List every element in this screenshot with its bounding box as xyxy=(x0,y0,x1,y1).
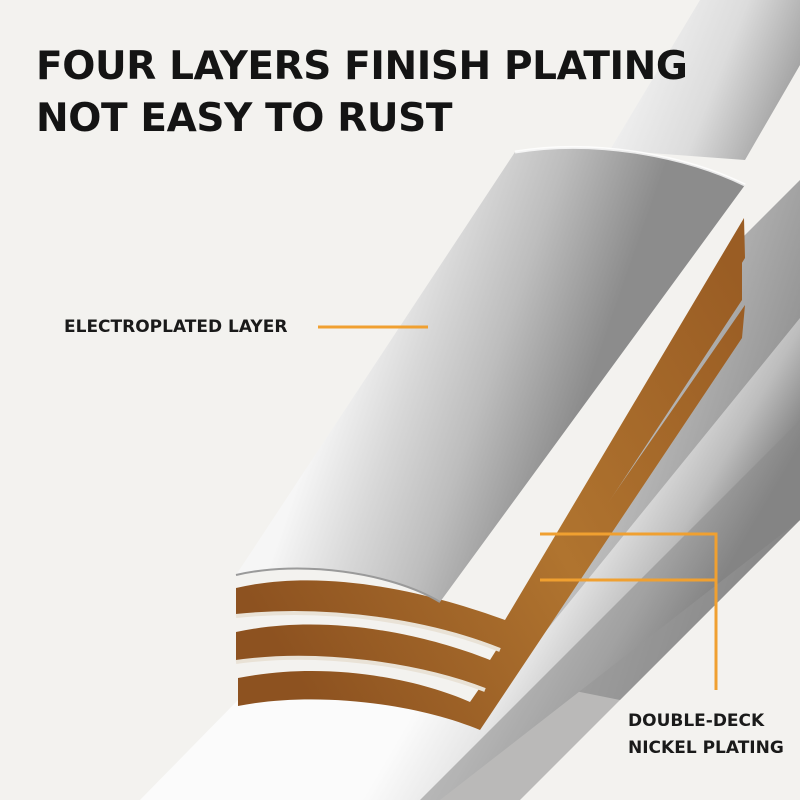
headline-line-2: NOT EASY TO RUST xyxy=(36,96,453,141)
electroplated-layer-label: ELECTROPLATED LAYER xyxy=(64,317,288,337)
nickel-plating-label: DOUBLE-DECK NICKEL PLATING xyxy=(628,708,784,762)
nickel-callout-line-1 xyxy=(540,532,718,690)
nickel-label-line-2: NICKEL PLATING xyxy=(628,738,784,758)
copper-layer-3 xyxy=(238,305,745,730)
copper-layer-1 xyxy=(236,218,745,650)
rod-top-segment xyxy=(610,0,800,160)
rod-bottom-shade xyxy=(420,420,800,800)
electroplated-sheet xyxy=(236,147,745,603)
nickel-label-line-1: DOUBLE-DECK xyxy=(628,711,765,731)
headline-line-1: FOUR LAYERS FINISH PLATING xyxy=(36,44,688,89)
copper-layer-2 xyxy=(236,262,742,690)
